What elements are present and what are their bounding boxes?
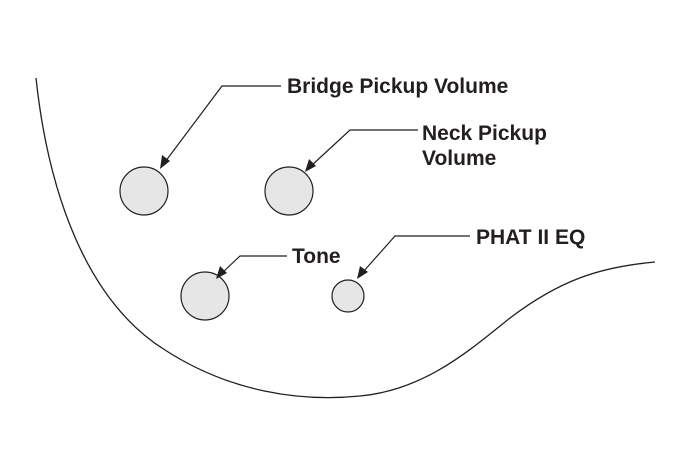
phat-eq-leader: [362, 235, 470, 273]
neck-volume-leader: [310, 129, 418, 167]
neck-volume-label-line2: Volume: [422, 147, 496, 170]
bridge-volume-knob: [119, 166, 169, 216]
bridge-volume-label: Bridge Pickup Volume: [287, 75, 508, 98]
guitar-body-outline: [35, 77, 656, 399]
tone-leader: [221, 255, 287, 274]
tone-arrowhead: [216, 266, 227, 279]
tone-knob: [180, 271, 230, 321]
phat-eq-label: PHAT II EQ: [476, 226, 585, 249]
bridge-volume-arrowhead: [160, 155, 170, 169]
tone-label: Tone: [292, 245, 341, 268]
neck-volume-label-line1: Neck Pickup: [422, 122, 547, 145]
neck-volume-knob: [264, 166, 314, 216]
phat-eq-knob: [331, 279, 365, 313]
neck-volume-arrowhead: [305, 159, 316, 172]
bridge-volume-leader: [164, 85, 281, 163]
phat-eq-arrowhead: [357, 266, 368, 279]
